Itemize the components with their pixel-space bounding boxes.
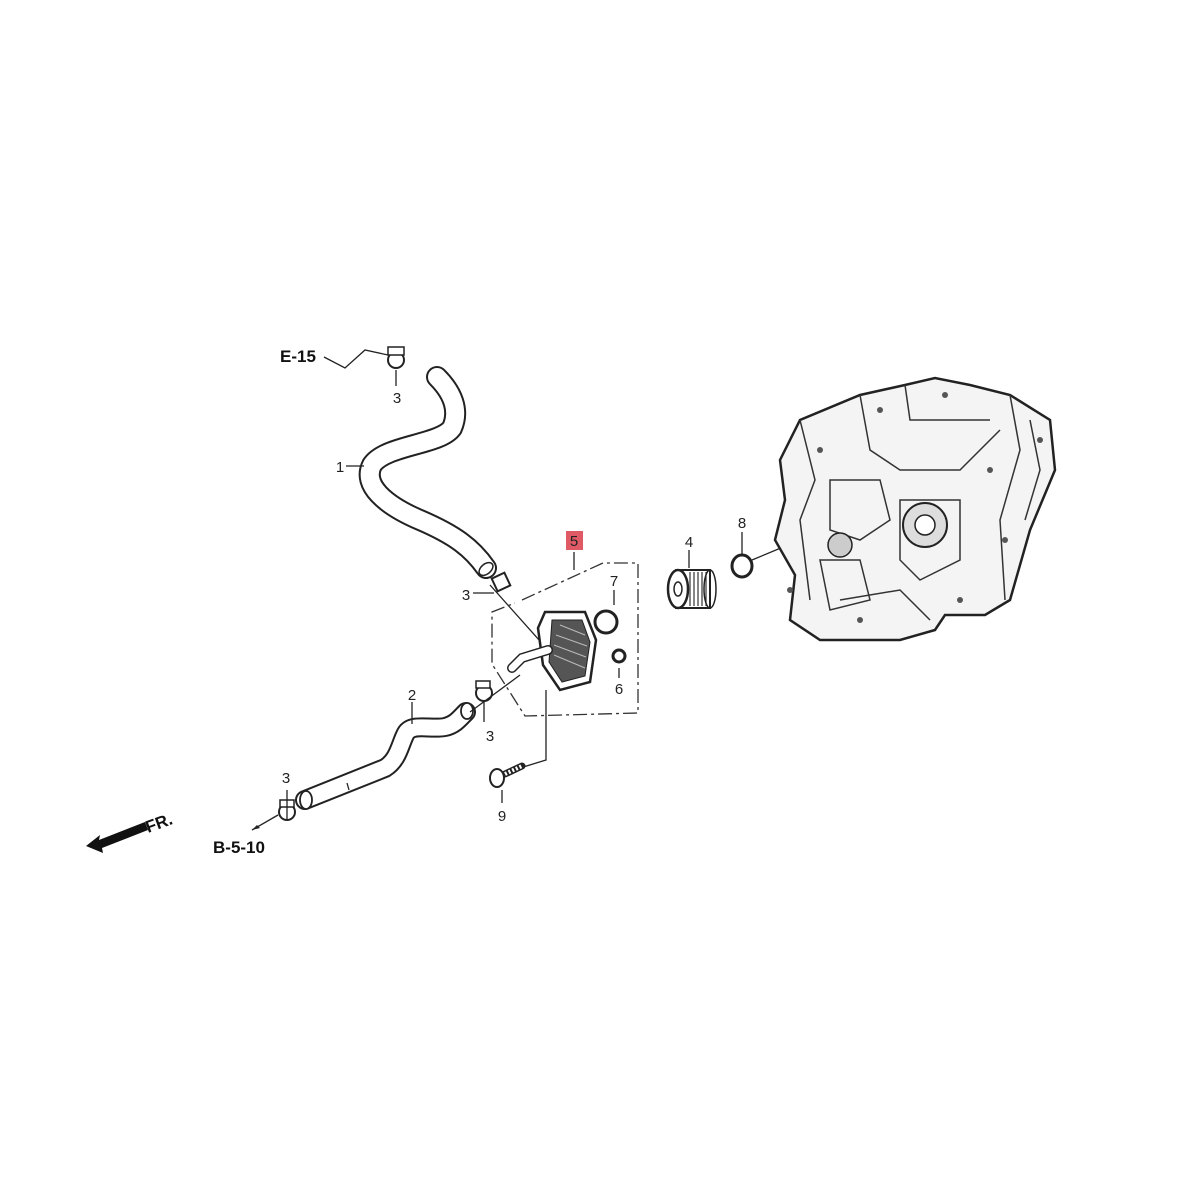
callout-9[interactable]: 9 xyxy=(498,808,506,825)
o-ring[interactable] xyxy=(730,553,754,579)
callout-3-bottom[interactable]: 3 xyxy=(282,770,290,787)
front-arrow-icon: FR. xyxy=(86,810,175,853)
reference-e15[interactable]: E-15 xyxy=(280,347,316,366)
callout-1[interactable]: 1 xyxy=(336,459,344,476)
upper-hose[interactable] xyxy=(358,366,497,579)
seal-small[interactable] xyxy=(611,648,627,664)
clamp-top[interactable] xyxy=(387,346,405,369)
cooler-assembly-outline xyxy=(491,562,639,717)
reference-b510[interactable]: B-5-10 xyxy=(213,838,265,857)
callout-3-mid-upper[interactable]: 3 xyxy=(462,587,470,604)
callout-4[interactable]: 4 xyxy=(685,534,693,551)
clamp-mid-upper[interactable] xyxy=(490,571,512,593)
callout-6[interactable]: 6 xyxy=(615,681,623,698)
leader-e15 xyxy=(323,349,389,369)
callout-7[interactable]: 7 xyxy=(610,573,618,590)
lower-hose[interactable] xyxy=(295,702,476,810)
oil-cooler[interactable] xyxy=(507,610,598,692)
oil-filter[interactable] xyxy=(666,568,717,610)
front-arrow-label: FR. xyxy=(143,810,175,837)
callout-3-top[interactable]: 3 xyxy=(393,390,401,407)
highlight-box xyxy=(566,531,583,550)
callout-3-mid-lower[interactable]: 3 xyxy=(486,728,494,745)
seal-large[interactable] xyxy=(593,609,619,635)
transmission-case xyxy=(773,376,1057,642)
callout-2[interactable]: 2 xyxy=(408,687,416,704)
callout-8[interactable]: 8 xyxy=(738,515,746,532)
bolt[interactable] xyxy=(489,762,526,788)
callout-5[interactable]: 5 xyxy=(570,533,578,550)
